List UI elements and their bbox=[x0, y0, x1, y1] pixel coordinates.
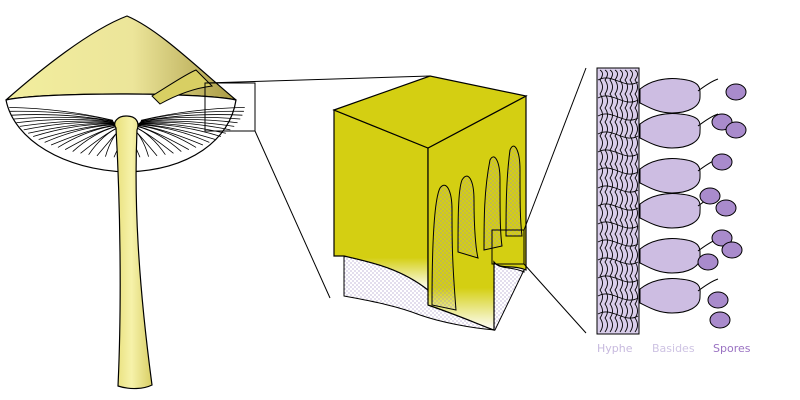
zoom-lines-2 bbox=[523, 67, 587, 334]
basidium bbox=[639, 78, 701, 114]
spore bbox=[697, 253, 719, 271]
basidium bbox=[639, 193, 701, 229]
gill-line bbox=[139, 120, 235, 127]
gill-line bbox=[140, 116, 241, 123]
cap-cut-notch bbox=[151, 69, 214, 105]
hyphae-crossing bbox=[597, 167, 639, 175]
hyphae-strand bbox=[619, 69, 623, 333]
gill-line bbox=[10, 110, 114, 122]
mushroom bbox=[5, 15, 256, 390]
gill-line bbox=[136, 124, 210, 143]
gill-block-top bbox=[332, 75, 528, 149]
basidium bbox=[639, 238, 701, 274]
spore bbox=[725, 83, 747, 101]
hyphae-crossing bbox=[597, 149, 639, 157]
hyphae-strand bbox=[624, 69, 628, 333]
block-zoom-box bbox=[491, 229, 525, 265]
hyphae-crossing bbox=[597, 95, 639, 103]
hyphae-crossing bbox=[597, 221, 639, 229]
hyphae-crossing bbox=[597, 257, 639, 265]
spore bbox=[711, 153, 733, 171]
sterigma bbox=[697, 113, 719, 127]
hyphae-crossing bbox=[597, 185, 639, 193]
spore bbox=[721, 241, 743, 259]
gill-line bbox=[139, 121, 231, 131]
gill-line bbox=[141, 106, 245, 121]
gill-line bbox=[16, 118, 114, 124]
hyphae-strand bbox=[599, 69, 603, 333]
sterigma bbox=[697, 278, 719, 292]
hyphae-crossing bbox=[597, 239, 639, 247]
cap-zoom-box bbox=[204, 82, 256, 132]
gill-lamellae bbox=[431, 145, 523, 311]
gill-line bbox=[9, 106, 113, 121]
gill-line bbox=[137, 123, 216, 140]
hyphae-strand bbox=[629, 69, 633, 333]
gill-line bbox=[140, 110, 244, 122]
gill-line bbox=[138, 123, 221, 137]
gill-line bbox=[13, 116, 114, 123]
hyphae-crossing bbox=[597, 311, 639, 319]
basidium bbox=[639, 278, 701, 314]
gill-line bbox=[50, 124, 118, 146]
gill-line bbox=[23, 121, 115, 131]
gill-line bbox=[136, 124, 204, 146]
gill-line bbox=[38, 123, 117, 140]
spore bbox=[725, 121, 747, 139]
gill-line bbox=[57, 124, 119, 148]
gill-line bbox=[44, 124, 118, 143]
hyphae-crossing bbox=[597, 113, 639, 121]
spore bbox=[699, 187, 721, 205]
spore-cells bbox=[697, 83, 747, 329]
gill-line bbox=[28, 122, 116, 134]
spore bbox=[711, 229, 733, 247]
mushroom-stem bbox=[114, 115, 153, 390]
basides-label: Basides bbox=[652, 342, 695, 355]
hyphae-strand bbox=[634, 69, 638, 333]
gill-line bbox=[11, 114, 114, 122]
hyphae-strand bbox=[604, 69, 608, 333]
hyphae-crossing bbox=[597, 275, 639, 283]
gill-line bbox=[135, 124, 197, 148]
hyphe-label: Hyphe bbox=[597, 342, 633, 355]
spores-label: Spores bbox=[713, 342, 751, 355]
spore bbox=[715, 199, 737, 217]
hyphae-crossing bbox=[597, 131, 639, 139]
hyphae-crossing bbox=[597, 203, 639, 211]
gill-line bbox=[140, 114, 243, 122]
hyphae-crossing bbox=[597, 77, 639, 85]
hyphae-strand bbox=[609, 69, 613, 333]
hyphae-crossing bbox=[597, 293, 639, 301]
zoom-lines-1 bbox=[204, 75, 431, 299]
gill-line bbox=[19, 120, 115, 127]
hyphae-strands bbox=[597, 69, 639, 333]
gill-block bbox=[332, 75, 528, 331]
spore bbox=[707, 291, 729, 309]
cell-detail bbox=[596, 67, 747, 335]
spore bbox=[709, 311, 731, 329]
hyphae-strand bbox=[614, 69, 618, 333]
gill-line bbox=[33, 123, 116, 137]
basidium bbox=[639, 113, 701, 149]
sterigma bbox=[697, 78, 719, 92]
gill-line bbox=[140, 118, 238, 124]
basidium bbox=[639, 158, 701, 194]
